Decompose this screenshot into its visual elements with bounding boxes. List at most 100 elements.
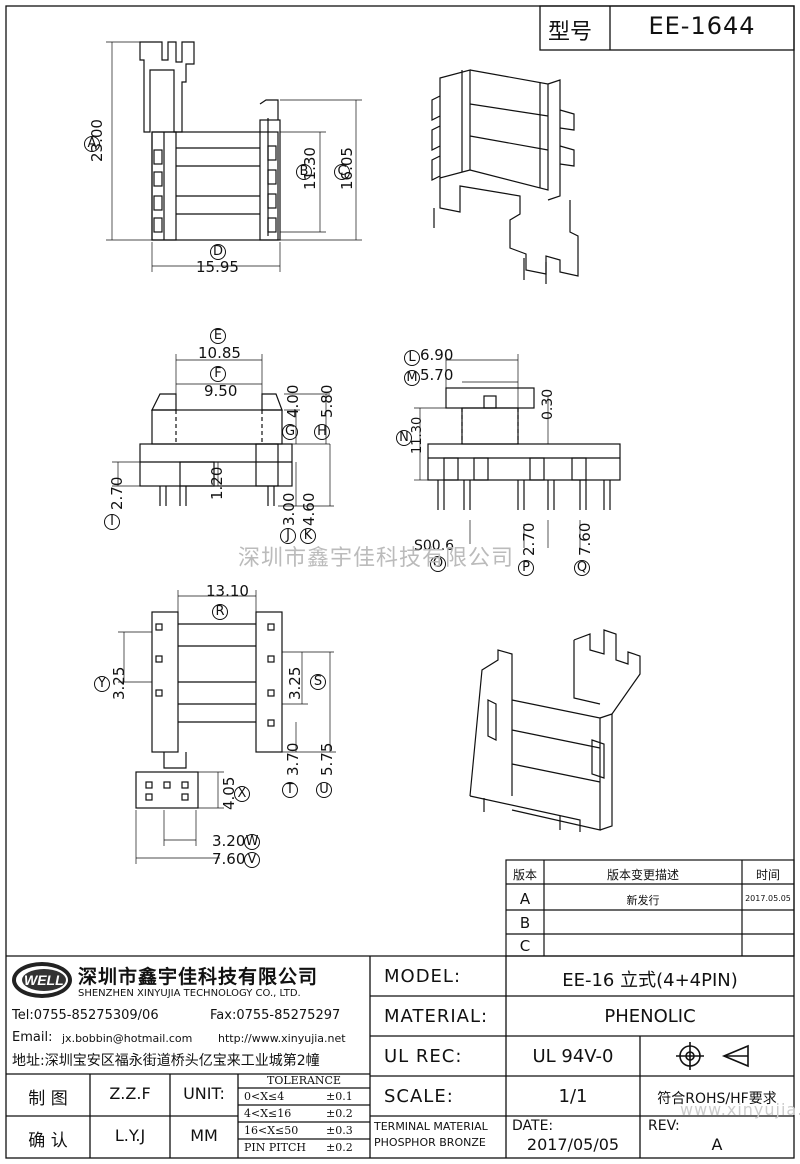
dim-f-value: 9.50 xyxy=(204,382,238,400)
dim-m-value: 5.70 xyxy=(420,366,454,384)
dim-letter-j: J xyxy=(280,528,296,544)
bottom-view xyxy=(135,611,283,809)
dim-l-value: 6.90 xyxy=(420,346,454,364)
draw-label: 制 图 xyxy=(28,1089,68,1109)
unit-label: UNIT: xyxy=(183,1084,225,1103)
spec-material-label: MATERIAL: xyxy=(384,1006,489,1027)
spec-date-label: DATE: xyxy=(512,1118,554,1134)
company-tel: Tel:0755-85275309/06 xyxy=(12,1008,159,1023)
tol-range-3: 16<X≤50 xyxy=(244,1124,299,1137)
dim-n-value: 11.30 xyxy=(410,416,425,454)
rev-row-b-version: B xyxy=(519,914,531,932)
dim-e-value: 10.85 xyxy=(198,344,241,362)
rev-row-c-version: C xyxy=(519,937,531,955)
front-view xyxy=(139,393,293,506)
dim-thin-value: 0.30 xyxy=(540,388,556,420)
rev-row-a-version: A xyxy=(519,890,531,908)
title-block-grid xyxy=(6,955,794,1158)
dim-letter-u: U xyxy=(316,782,332,798)
rev-header-version: 版本 xyxy=(512,868,537,882)
dim-letter-f: F xyxy=(210,366,226,382)
dim-u-value: 5.75 xyxy=(318,742,336,776)
company-email-label: Email: xyxy=(12,1030,53,1045)
outer-border xyxy=(5,5,795,1159)
dim-letter-r: R xyxy=(212,604,228,620)
top-view-dims xyxy=(106,41,362,272)
check-label: 确 认 xyxy=(28,1131,68,1151)
spec-terminal-line1: TERMINAL MATERIAL xyxy=(374,1120,488,1133)
rev-header-desc: 版本变更描述 xyxy=(606,868,679,882)
dim-letter-e: E xyxy=(210,328,226,344)
dim-letter-l: L xyxy=(404,350,420,366)
unit-value: MM xyxy=(190,1126,218,1145)
dim-y-value: 3.25 xyxy=(110,666,128,700)
tolerance-title: TOLERANCE xyxy=(267,1074,341,1087)
dim-w-value: 3.20 xyxy=(212,832,246,850)
tol-range-1: 0<X≤4 xyxy=(244,1090,285,1103)
dim-letter-q: Q xyxy=(574,560,590,576)
tol-value-2: ±0.2 xyxy=(326,1107,353,1120)
company-address: 地址:深圳宝安区福永街道桥头亿宝来工业城第2幢 xyxy=(12,1053,320,1069)
dim-r-value: 13.10 xyxy=(206,582,249,600)
header-box xyxy=(539,5,795,51)
dim-letter-g: G xyxy=(282,424,298,440)
dim-letter-p: P xyxy=(518,560,534,576)
iso-view-bottom xyxy=(469,629,641,832)
spec-model-label: MODEL: xyxy=(384,966,462,987)
tol-range-2: 4<X≤16 xyxy=(244,1107,292,1120)
spec-ulrec-value: UL 94V-0 xyxy=(532,1046,614,1067)
dim-letter-t: T xyxy=(282,782,298,798)
dim-letter-s: S xyxy=(310,674,326,690)
logo-text: WELL xyxy=(24,972,64,988)
dim-h-value: 5.80 xyxy=(318,384,336,418)
dim-letter-o: O xyxy=(430,556,446,572)
spec-date-value: 2017/05/05 xyxy=(526,1135,620,1154)
tol-value-4: ±0.2 xyxy=(326,1141,353,1154)
spec-ulrec-label: UL REC: xyxy=(384,1046,463,1067)
dim-s-side-value: S00.6 xyxy=(414,538,455,554)
dim-letter-k: K xyxy=(300,528,316,544)
dim-a-value: 23.00 xyxy=(88,119,106,162)
spec-model-value: EE-16 立式(4+4PIN) xyxy=(562,970,738,991)
dim-letter-w: W xyxy=(244,834,260,850)
well-logo-icon: WELL xyxy=(12,962,72,998)
rev-header-date: 时间 xyxy=(755,868,780,882)
front-view-dims xyxy=(112,354,334,507)
header-model-label: 型号 xyxy=(548,20,593,45)
dim-letter-c: C xyxy=(334,164,350,180)
dim-letter-m: M xyxy=(404,370,420,386)
dim-letter-a: A xyxy=(84,136,100,152)
header-model-value: EE-1644 xyxy=(648,12,756,40)
dim-mid-value: 1.20 xyxy=(208,466,226,500)
spec-rohs: 符合ROHS/HF要求 xyxy=(657,1091,777,1107)
spec-scale-label: SCALE: xyxy=(384,1086,454,1107)
spec-scale-value: 1/1 xyxy=(558,1086,588,1107)
dim-b-value: 11.30 xyxy=(301,147,319,190)
dim-letter-d: D xyxy=(210,244,226,260)
dim-g-value: 4.00 xyxy=(284,384,302,418)
check-name: L.Y.J xyxy=(114,1126,146,1145)
company-web: http://www.xinyujia.net xyxy=(218,1032,346,1045)
spec-terminal-line2: PHOSPHOR BRONZE xyxy=(374,1136,486,1149)
dim-c-value: 16.05 xyxy=(338,147,356,190)
spec-rev-value: A xyxy=(711,1135,723,1154)
dim-letter-h: H xyxy=(314,424,330,440)
tol-value-3: ±0.3 xyxy=(326,1124,353,1137)
dim-j-value: 3.00 xyxy=(280,492,298,526)
spec-material-value: PHENOLIC xyxy=(604,1006,696,1027)
top-view xyxy=(139,41,281,241)
dim-letter-b: B xyxy=(296,164,312,180)
dim-t-value: 3.70 xyxy=(284,742,302,776)
bottom-view-dims xyxy=(118,590,336,864)
dim-letter-v: V xyxy=(244,852,260,868)
spec-rev-label: REV: xyxy=(648,1118,680,1134)
tol-value-1: ±0.1 xyxy=(326,1090,353,1103)
company-name-cn: 深圳市鑫宇佳科技有限公司 xyxy=(78,966,319,988)
company-name-en: SHENZHEN XINYUJIA TECHNOLOGY CO., LTD. xyxy=(78,988,301,999)
company-fax: Fax:0755-85275297 xyxy=(210,1008,341,1023)
rev-row-a-date: 2017.05.05 xyxy=(745,894,791,903)
iso-view-top xyxy=(431,69,579,284)
watermark-company: 深圳市鑫宇佳科技有限公司 xyxy=(238,546,515,571)
